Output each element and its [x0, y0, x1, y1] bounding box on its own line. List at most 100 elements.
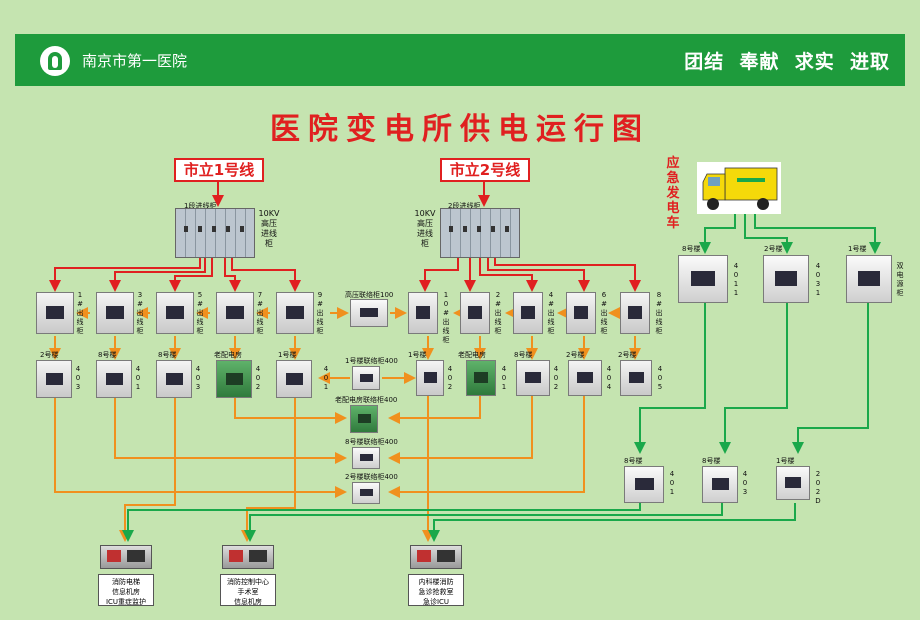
- lv-7: [466, 360, 496, 396]
- gen-lv-1: [624, 466, 664, 503]
- feeder-2-label: 2#出线柜: [494, 291, 502, 335]
- lv-5-bld: 1号楼: [278, 351, 297, 359]
- hospital-logo-icon: [40, 46, 70, 76]
- lv-1: [36, 360, 72, 398]
- tie-2-label: 老配电房联络柜400: [335, 396, 398, 404]
- lv-10-code: 405: [657, 365, 663, 391]
- feeder-1: [36, 292, 74, 334]
- gen-cab-1-code: 4011: [733, 262, 739, 297]
- gen-cab-2: [763, 255, 809, 303]
- lv-6-bld: 1号楼: [408, 351, 427, 359]
- feeder-3-label: 3#出线柜: [136, 291, 144, 335]
- lv-3-bld: 8号楼: [158, 351, 177, 359]
- gen-cab-2-code: 4031: [815, 262, 821, 297]
- hv-2-label: 10KV高压进线柜: [414, 209, 436, 248]
- lv-2: [96, 360, 132, 398]
- tie-3-cabinet: [352, 447, 380, 469]
- feeder-9-label: 9#出线柜: [316, 291, 324, 335]
- gen-lv-2-bld: 8号楼: [702, 457, 721, 465]
- gen-cab-3-code: 双电源柜: [896, 262, 904, 297]
- lv-2-bld: 8号楼: [98, 351, 117, 359]
- lv-1-bld: 2号楼: [40, 351, 59, 359]
- gen-lv-1-code: 401: [669, 470, 675, 496]
- lv-4-bld: 老配电房: [214, 351, 242, 359]
- end-load-1: 消防电梯 信息机房 ICU重症监护: [98, 574, 154, 606]
- gen-cab-3-bld: 1号楼: [848, 245, 867, 253]
- lv-9-bld: 2号楼: [566, 351, 585, 359]
- gen-lv-3-code: 202D: [815, 470, 821, 505]
- tie-1-cabinet: [352, 366, 380, 390]
- feeder-9: [276, 292, 314, 334]
- tie-1-label: 1号楼联络柜400: [345, 357, 398, 365]
- lv-8-code: 402: [553, 365, 559, 391]
- lv-7-bld: 老配电房: [458, 351, 486, 359]
- end-load-2-image: [222, 545, 274, 569]
- gen-lv-3-bld: 1号楼: [776, 457, 795, 465]
- lv-4: [216, 360, 252, 398]
- lv-3-code: 403: [195, 365, 201, 391]
- feeder-7-label: 7#出线柜: [256, 291, 264, 335]
- hv-tie-label: 高压联络柜100: [345, 291, 394, 299]
- lv-7-code: 401: [501, 365, 507, 391]
- lv-1-code: 403: [75, 365, 81, 391]
- lv-3: [156, 360, 192, 398]
- end-load-3: 内科楼消防 急诊抢救室 急诊ICU: [408, 574, 464, 606]
- feeder-4: [513, 292, 543, 334]
- lv-6: [416, 360, 444, 396]
- lv-8: [516, 360, 550, 396]
- incoming-2-label: 2段进线柜: [448, 202, 481, 210]
- feeder-5-label: 5#出线柜: [196, 291, 204, 335]
- hospital-name: 南京市第一医院: [82, 52, 188, 70]
- gen-cab-2-bld: 2号楼: [764, 245, 783, 253]
- lv-5-code: 401: [323, 365, 329, 391]
- tie-3-label: 8号楼联络柜400: [345, 438, 398, 446]
- feeder-10: [408, 292, 438, 334]
- lv-2-code: 401: [135, 365, 141, 391]
- tie-2-cabinet: [350, 405, 378, 433]
- header-bar: [15, 34, 905, 86]
- city-line-1-box: 市立1号线: [174, 158, 264, 182]
- lv-9: [568, 360, 602, 396]
- gen-lv-1-bld: 8号楼: [624, 457, 643, 465]
- lv-9-code: 404: [606, 365, 612, 391]
- lv-6-code: 402: [447, 365, 453, 391]
- generator-label: 应急发电车: [666, 156, 680, 231]
- lv-5: [276, 360, 312, 398]
- gen-cab-1: [678, 255, 728, 303]
- feeder-6-label: 6#出线柜: [600, 291, 608, 335]
- hv-tie-cabinet: [350, 299, 388, 327]
- city-line-2-box: 市立2号线: [440, 158, 530, 182]
- feeder-10-label: 10#出线柜: [442, 291, 450, 344]
- gen-lv-2-code: 403: [742, 470, 748, 496]
- gen-lv-2: [702, 466, 738, 503]
- hv-1-label: 10KV高压进线柜: [258, 209, 280, 248]
- feeder-8-label: 8#出线柜: [655, 291, 663, 335]
- end-load-1-image: [100, 545, 152, 569]
- tie-4-cabinet: [352, 482, 380, 504]
- feeder-4-label: 4#出线柜: [547, 291, 555, 335]
- feeder-7: [216, 292, 254, 334]
- lv-10-bld: 2号楼: [618, 351, 637, 359]
- generator-truck-icon: [697, 162, 781, 214]
- feeder-6: [566, 292, 596, 334]
- gen-cab-1-bld: 8号楼: [682, 245, 701, 253]
- feeder-5: [156, 292, 194, 334]
- hv-switchgear-2: [440, 208, 520, 258]
- feeder-2: [460, 292, 490, 334]
- feeder-3: [96, 292, 134, 334]
- incoming-1-label: 1段进线柜: [184, 202, 217, 210]
- tie-4-label: 2号楼联络柜400: [345, 473, 398, 481]
- gen-lv-3: [776, 466, 810, 500]
- gen-cab-3: [846, 255, 892, 303]
- end-load-2: 消防控制中心 手术室 信息机房: [220, 574, 276, 606]
- lv-10: [620, 360, 652, 396]
- feeder-8: [620, 292, 650, 334]
- hv-switchgear-1: [175, 208, 255, 258]
- motto: 团结 奉献 求实 进取: [684, 51, 890, 73]
- end-load-3-image: [410, 545, 462, 569]
- lv-8-bld: 8号楼: [514, 351, 533, 359]
- diagram-title: 医院变电所供电运行图: [270, 112, 650, 147]
- lv-4-code: 402: [255, 365, 261, 391]
